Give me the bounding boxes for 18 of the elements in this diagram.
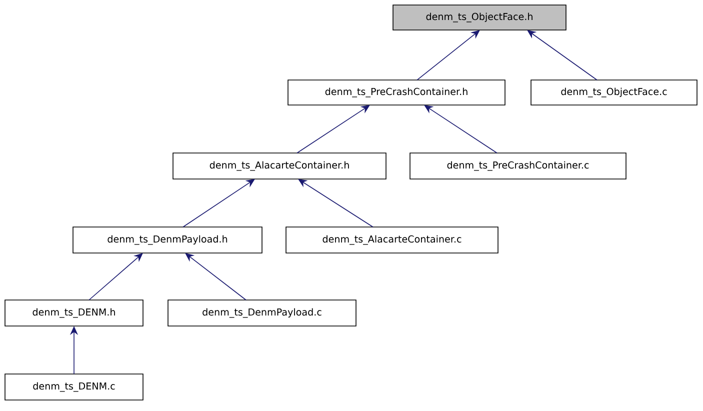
arrow [424,105,498,154]
arrow [298,179,374,228]
file-box: denm_ts_ObjectFace.h [392,4,566,30]
file-box: denm_ts_DenmPayload.c [168,300,356,326]
arrow [527,30,598,80]
arrow [296,105,370,154]
file-box: denm_ts_DENM.c [4,374,144,400]
file-box: denm_ts_ObjectFace.c [530,80,698,106]
file-box: denm_ts_AlacarteContainer.h [172,152,386,180]
file-box: denm_ts_PreCrashContainer.c [410,152,626,180]
file-box: denm_ts_DENM.h [4,300,144,326]
file-box: denm_ts_DenmPayload.h [72,226,262,254]
file-box: denm_ts_PreCrashContainer.h [288,80,506,106]
arrow [182,179,255,228]
arrow [416,30,480,80]
arrow [185,253,246,300]
file-box: denm_ts_AlacarteContainer.c [286,226,498,254]
arrow [88,253,143,300]
